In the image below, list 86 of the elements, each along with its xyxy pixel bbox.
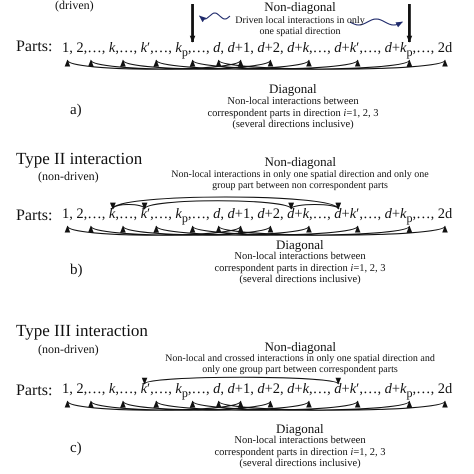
subheading: (non-driven) [38,170,99,184]
wavy-arrow [198,12,230,22]
math-term: d+1, [228,41,254,60]
arrow [190,4,196,43]
section-heading: Diagonal [276,238,324,252]
description-text: Non-local interactions between correspondent parts in direction i=1, 2, 3 (several directions inclusive) [206,96,380,131]
math-term: k,…, [108,207,138,226]
arc-arrow [144,376,339,384]
math-term: d+k′,…, [334,207,382,226]
section-heading: Diagonal [269,82,317,96]
row-label: Parts: [16,382,52,400]
subheading: (non-driven) [38,343,99,356]
arc-arrow [122,400,310,411]
arc-arrow [290,202,339,210]
section-title: Type II interaction [16,150,142,169]
arc-arrow [66,226,242,236]
arrow [406,4,412,43]
math-term: k′,…, [140,207,172,226]
description-text: Non-local interactions in only one spatial direction and only one group part between non correspondent parts [170,169,430,191]
math-term: k,…, [108,382,138,400]
arc-arrow [112,202,146,210]
math-term: d+k,…, [287,382,331,400]
math-term: d+1, [228,382,254,400]
math-term: 2,…, [76,382,106,400]
math-term: 1, [62,382,73,400]
math-term: 2,…, [76,207,106,226]
math-term: d+1, [228,207,254,226]
math-term: k$_{p}$,…, [175,207,210,226]
row-label: Parts: [16,38,52,56]
arc-arrow [66,60,242,70]
math-term: d+k$_{p}$,…, [384,207,434,226]
math-term: d, [213,41,224,60]
arc-arrow [90,226,272,236]
description-text: Non-local interactions between correspondent parts in direction i=1, 2, 3 (several directions inclusive) [214,251,386,286]
arc-arrow [156,60,358,70]
panel-letter: c) [70,440,82,456]
arc-arrow [218,60,446,70]
panel-letter: b) [70,262,82,278]
math-term: d+k$_{p}$,…, [384,41,434,60]
math-term: 1, [62,41,73,60]
description-text: Non-local and crossed interactions in only one spatial direction and only one group part between correspondent parts [165,353,435,375]
math-term: d+k$_{p}$,…, [384,382,434,400]
section-heading: Non-diagonal [264,155,336,170]
math-term: k′,…, [140,41,172,60]
arc-arrow [156,226,358,236]
math-term: k$_{p}$,…, [175,382,210,400]
math-term: d+k′,…, [334,41,382,60]
math-term: d+2, [257,382,284,400]
description-text: Non-local interactions between correspondent parts in direction i=1, 2, 3 (several directions inclusive) [214,435,386,470]
math-term: d, [213,382,224,400]
math-term: d+2, [257,41,284,60]
arc-arrow [218,226,446,236]
math-term: d+k,…, [287,207,331,226]
math-term: 2,…, [76,41,106,60]
arc-arrow [192,226,410,236]
arc-arrow [90,60,272,70]
arc-arrow [112,196,339,210]
math-term: d+2, [257,207,284,226]
math-term: d+k,…, [287,41,331,60]
math-term: 2d [438,207,452,226]
arc-arrow [144,200,292,210]
arc-arrow [192,60,410,70]
math-term: k,…, [108,41,138,60]
arc-arrow [90,400,272,411]
math-term: 2d [438,41,452,60]
arc-arrow [218,400,446,411]
section-heading: Non-diagonal [264,0,336,15]
arc-arrow [192,400,410,411]
row-label: Parts: [16,207,52,225]
wavy-arrow [350,18,404,28]
section-title: Type III interaction [16,322,148,341]
math-term: 1, [62,207,73,226]
panel-letter: a) [70,102,82,118]
math-term: d+k′,…, [334,382,382,400]
arc-arrow [122,226,310,236]
arc-arrow [156,400,358,411]
section-heading: Non-diagonal [264,340,336,354]
math-term: 2d [438,382,452,400]
math-term: k′,…, [140,382,172,400]
arc-arrow [122,60,310,70]
section-heading: Diagonal [276,422,324,436]
subheading: (driven) [55,0,94,12]
math-term: d, [213,207,224,226]
description-text: Driven local interactions in only one spatial direction [234,14,366,38]
math-term: k$_{p}$,…, [175,41,210,60]
arc-arrow [66,400,242,411]
